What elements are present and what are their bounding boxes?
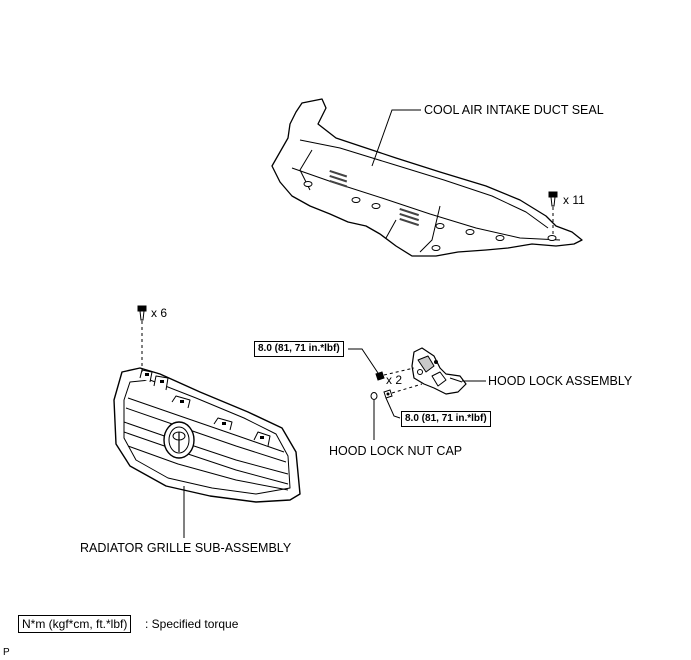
- clip-count-grille: x 6: [151, 306, 168, 320]
- hood-lock-nut-cap-drawing: [370, 392, 378, 400]
- corner-mark: P: [3, 647, 10, 658]
- hood-lock-bolt-upper-icon: [375, 371, 385, 381]
- hood-lock-assembly-drawing: [411, 347, 467, 395]
- torque-legend-text: : Specified torque: [145, 617, 239, 631]
- hood-lock-bolt-dashed-lines: [383, 367, 423, 394]
- clip-icon-seal: [548, 191, 558, 207]
- hood-lock-assembly-label: HOOD LOCK ASSEMBLY: [488, 374, 633, 388]
- hood-lock-nut-cap-label: HOOD LOCK NUT CAP: [329, 444, 463, 458]
- clip-count-seal: x 11: [563, 193, 585, 207]
- radiator-grille-label: RADIATOR GRILLE SUB-ASSEMBLY: [80, 541, 292, 555]
- radiator-grille-drawing: [113, 367, 301, 503]
- torque-leader-lines: [348, 348, 401, 419]
- torque-spec-lower: 8.0 (81, 71 in.*lbf): [401, 411, 491, 427]
- bolt-count-hood-lock: x 2: [386, 373, 403, 387]
- torque-legend-box: N*m (kgf*cm, ft.*lbf): [18, 615, 132, 633]
- hood-lock-bolt-lower-icon: [383, 389, 393, 399]
- seal-leader-line: [371, 109, 421, 167]
- cool-air-intake-duct-seal-label: COOL AIR INTAKE DUCT SEAL: [424, 103, 604, 117]
- torque-spec-upper: 8.0 (81, 71 in.*lbf): [254, 341, 344, 357]
- cool-air-intake-duct-seal-drawing: [271, 98, 583, 257]
- clip-icon-grille: [137, 305, 147, 321]
